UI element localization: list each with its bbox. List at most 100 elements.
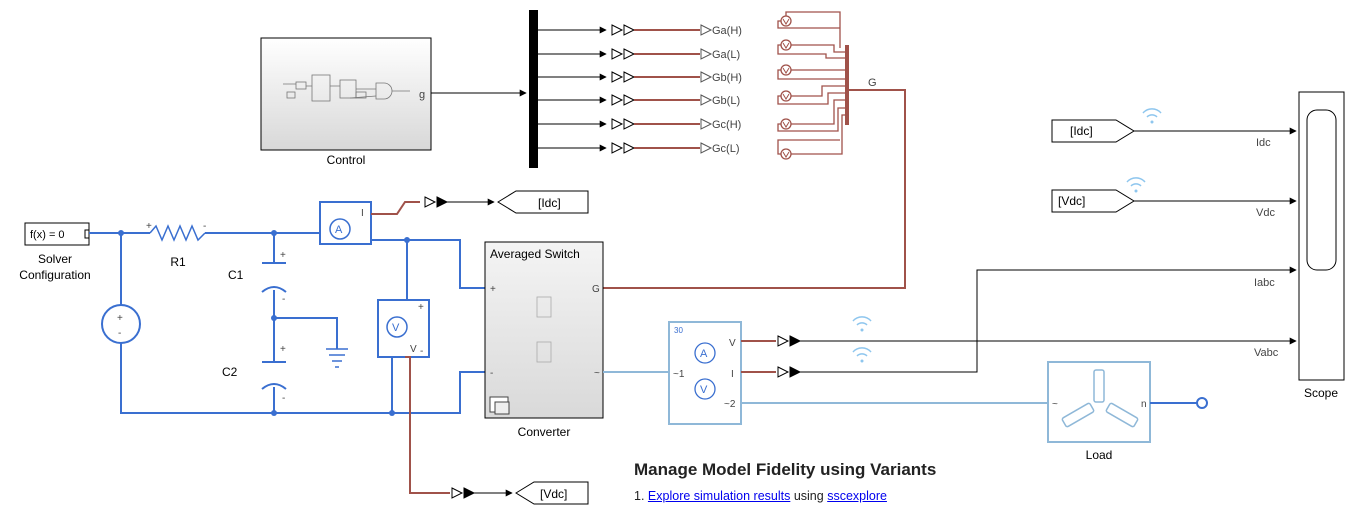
gate-port-icon-5 [777,99,845,132]
gate-signal-gc-l[interactable]: Gc(L) [538,142,740,155]
converter-preview-icon [536,296,552,363]
current-sensor-block[interactable]: A I [319,201,372,245]
svg-text:~: ~ [594,368,600,379]
goto-idc-block[interactable]: [Idc] [497,190,589,214]
svg-text:I: I [361,208,364,219]
electrical-ground-icon[interactable] [326,348,348,368]
svg-text:-: - [282,294,285,305]
annotation-item-1-number: 1. [634,489,645,503]
c2-label: C2 [222,365,238,379]
svg-text:I: I [731,369,734,380]
solver-configuration-block[interactable]: f(x) = 0 [24,222,90,246]
wireless-signal-icons [852,108,1162,363]
scope-signal-vabc-label: Vabc [1254,347,1279,359]
load-wye-icon [1061,369,1139,428]
solver-caption-line2: Configuration [19,268,90,282]
meter-ammeter-icon: A [700,348,708,360]
svg-text:~2: ~2 [724,399,736,410]
signal-logging-icon-iabc [852,347,872,363]
svg-text:[Idc]: [Idc] [538,196,561,210]
ammeter-icon: A [335,224,343,236]
svg-text:30: 30 [674,326,683,335]
signal-logging-icon-idc [1142,108,1162,124]
scope-signal-idc-label: Idc [1256,137,1271,149]
from-vdc-block[interactable]: [Vdc] [1051,189,1135,213]
circuit-wiring[interactable] [89,232,485,414]
gate-signals-group: Ga(H) Ga(L) Gb(H) Gb(L) [538,24,742,155]
capacitor-c2[interactable]: + - [261,344,287,404]
converter-block[interactable]: Averaged Switch + G - ~ [484,241,604,419]
iabc-signal-line[interactable] [800,266,1297,373]
svg-text:~: ~ [1052,399,1058,410]
svg-text:Ga(H): Ga(H) [712,25,742,37]
svg-text:+: + [146,221,152,232]
gate-port-icon-4 [777,85,845,105]
svg-text:[Vdc]: [Vdc] [1058,194,1085,208]
gate-bus-to-converter-line[interactable] [603,89,906,289]
solver-caption-line1: Solver [38,252,72,266]
svg-text:+: + [280,250,286,261]
converter-caption: Converter [518,425,571,439]
control-caption: Control [327,153,366,167]
svg-text:n: n [1141,399,1147,410]
gate-port-icon-2 [777,39,845,59]
svg-text:+: + [418,302,424,313]
svg-text:[Vdc]: [Vdc] [540,487,567,501]
voltage-sensor-block[interactable]: V + - V [377,299,430,358]
scope-signal-vdc-label: Vdc [1256,207,1275,219]
svg-text:-: - [420,346,423,357]
annotation-title: Manage Model Fidelity using Variants [634,460,937,479]
svg-text:V: V [410,344,417,355]
dc-voltage-source[interactable]: + - [101,304,141,344]
converter-title: Averaged Switch [490,247,580,261]
capacitor-c1[interactable]: + - [261,250,287,305]
vdc-sensor-line[interactable] [405,356,450,494]
svg-text:+: + [117,313,123,324]
gate-signal-gb-l[interactable]: Gb(L) [538,94,740,107]
sscexplore-link[interactable]: sscexplore [827,489,887,503]
load-block[interactable]: ~ n [1047,361,1151,443]
three-phase-meter-block[interactable]: 30 A V V I ~1 ~2 [668,321,742,425]
svg-text:Gc(H): Gc(H) [712,119,741,131]
svg-text:~1: ~1 [673,369,685,380]
svg-text:-: - [282,393,285,404]
gate-bus-label: G [868,77,877,89]
model-annotation: Manage Model Fidelity using Variants 1. … [634,459,1194,503]
scope-signal-iabc-label: Iabc [1254,277,1275,289]
demux-block[interactable] [529,10,538,168]
meter-voltmeter-icon: V [700,384,708,396]
svg-text:Gb(H): Gb(H) [712,72,742,84]
gate-port-icon-6 [777,114,845,160]
idc-converter-arrows [424,196,449,208]
control-logic-preview-icon [283,74,410,102]
gate-bus-block[interactable] [845,45,849,125]
from-idc-block[interactable]: [Idc] [1051,119,1135,143]
signal-logging-icon-vdc [1126,177,1146,193]
svg-text:Ga(L): Ga(L) [712,49,740,61]
gate-connectors-group [777,11,845,160]
svg-text:V: V [729,338,736,349]
resistor-r1[interactable]: + - [146,221,206,242]
svg-text:+: + [280,344,286,355]
svg-text:-: - [118,328,121,339]
r1-label: R1 [170,255,186,269]
svg-text:G: G [592,284,600,295]
scope-caption: Scope [1304,386,1338,400]
variant-icon [489,396,510,415]
annotation-item-1: 1. Explore simulation results using ssce… [634,489,1194,503]
gate-signal-gc-h[interactable]: Gc(H) [538,118,741,131]
goto-vdc-block[interactable]: [Vdc] [515,481,589,505]
gate-signal-ga-h[interactable]: Ga(H) [538,24,742,37]
explore-simulation-results-link[interactable]: Explore simulation results [647,489,791,503]
svg-text:-: - [203,221,206,232]
gate-signal-gb-h[interactable]: Gb(H) [538,71,742,84]
voltmeter-icon: V [392,322,400,334]
neutral-port[interactable] [1196,397,1208,409]
gate-signal-ga-l[interactable]: Ga(L) [538,48,740,61]
idc-sensor-line[interactable] [371,201,420,215]
gate-port-icon-1 [777,11,841,48]
scope-block[interactable] [1298,91,1345,381]
svg-text:+: + [490,284,496,295]
control-subsystem-block[interactable]: g [260,37,432,151]
